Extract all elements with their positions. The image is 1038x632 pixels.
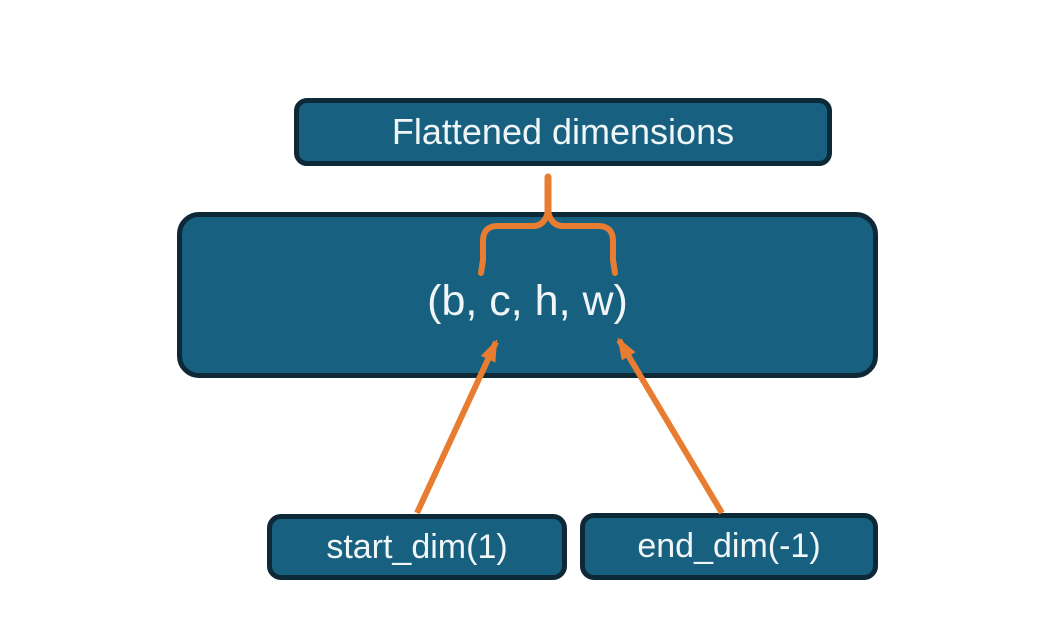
node-tensor-shape: (b, c, h, w) [177, 212, 878, 378]
node-end-dim-label: end_dim(-1) [637, 527, 821, 565]
node-flattened-dimensions-label: Flattened dimensions [391, 111, 735, 152]
node-start-dim: start_dim(1) [267, 514, 567, 580]
node-flattened-dimensions: Flattened dimensions [294, 98, 832, 166]
node-start-dim-label: start_dim(1) [326, 527, 508, 566]
node-end-dim: end_dim(-1) [580, 513, 878, 580]
node-tensor-shape-label: (b, c, h, w) [427, 276, 628, 325]
